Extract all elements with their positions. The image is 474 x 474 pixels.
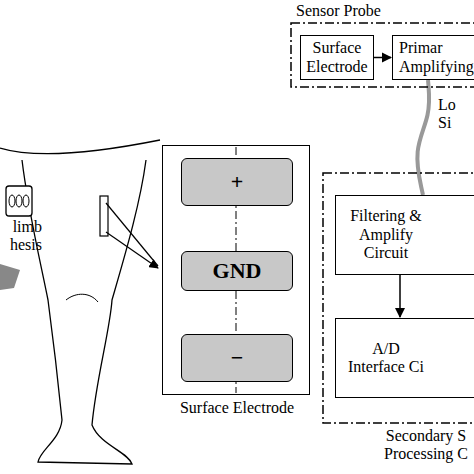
signal-cable [417,80,429,195]
sensor-electrode [23,195,29,207]
flow-arrow [399,275,401,317]
thigh-electrode [100,196,108,236]
sensor-electrode [16,195,22,207]
leader-line [106,203,158,266]
prosthesis-sensor [6,186,32,216]
edge-label: Lo Si [436,96,462,133]
figure-label: limb hesis [2,218,42,255]
box-label: A/D Interface Ci [345,340,427,377]
sensor-probe-group: Sensor ProbeSurface ElectrodePrimar Ampl… [290,22,474,88]
sensor-electrode [9,195,15,207]
leader-arrow [106,232,158,268]
box-label: + [187,169,287,194]
box-label: − [187,345,287,370]
electrode-detail: Surface Electrode+GND− [162,145,310,395]
group-caption: Surface Electrode [163,399,311,417]
box-label: Primar Amplifying [399,39,473,76]
box-label: Surface Electrode [302,39,372,76]
box-label: GND [187,258,287,283]
group-caption: Secondary S Processing C [377,427,474,464]
electrode-pad: − [181,334,293,382]
process-box: Filtering & Amplify Circuit [335,195,474,275]
electrode-pad: GND [181,251,293,291]
knee-line [66,294,98,302]
secondary-processing-group: Secondary S Processing CFiltering & Ampl… [322,172,474,424]
electrode-pad: + [181,158,293,206]
leg-outline [22,160,146,464]
hip-line [0,140,160,153]
process-box: A/D Interface Ci [335,318,474,398]
process-box: Primar Amplifying [392,35,474,80]
flow-arrow [374,57,391,59]
process-box: Surface Electrode [300,35,374,80]
prosthesis-socket [0,264,20,290]
box-label: Filtering & Amplify Circuit [345,207,427,262]
group-caption: Sensor Probe [296,2,446,20]
